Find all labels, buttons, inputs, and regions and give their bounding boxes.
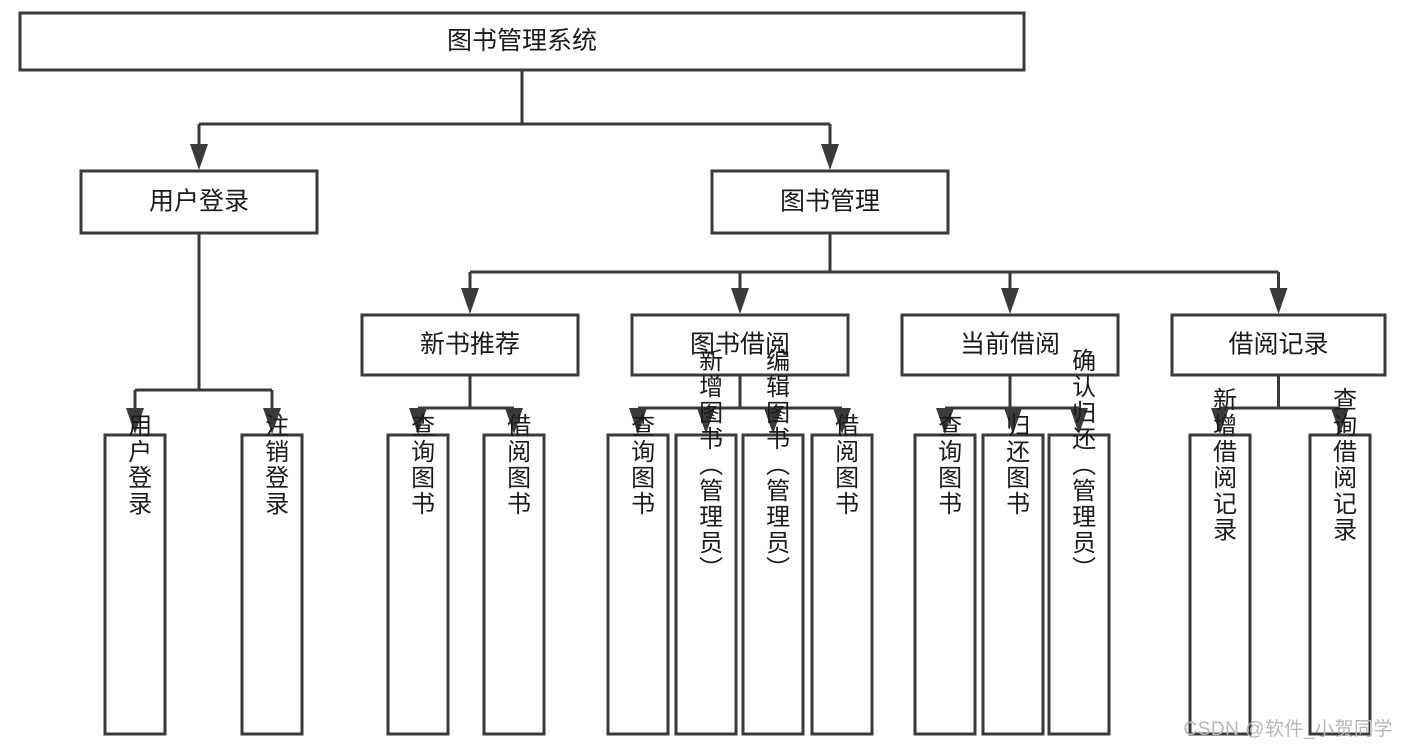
- flow-node-level2-2[interactable]: 当前借阅: [900, 313, 1120, 377]
- arrow-head-icon: [1211, 408, 1229, 434]
- node-box[interactable]: [606, 433, 670, 736]
- arrow-head-icon: [190, 144, 208, 170]
- flow-node-leaf-3[interactable]: 借阅图书: [482, 413, 546, 736]
- node-label: 确认归还（管理员）: [1068, 348, 1096, 582]
- node-label: 新增借阅记录: [1209, 387, 1237, 543]
- node-box[interactable]: [900, 313, 1120, 377]
- arrow-head-icon: [731, 288, 749, 314]
- node-label: 图书管理系统: [447, 27, 597, 55]
- node-box[interactable]: [18, 11, 1026, 72]
- flow-node-level1-0[interactable]: 用户登录: [79, 169, 319, 235]
- node-label: 查询图书: [407, 413, 435, 517]
- node-box[interactable]: [1188, 433, 1252, 736]
- flow-node-leaf-2[interactable]: 查询图书: [386, 413, 450, 736]
- arrow-head-icon: [409, 408, 427, 434]
- flow-node-leaf-5[interactable]: 新增图书（管理员）: [674, 348, 738, 736]
- node-label: 查询借阅记录: [1329, 387, 1357, 543]
- flow-node-level2-1[interactable]: 图书借阅: [630, 313, 850, 377]
- node-box[interactable]: [482, 433, 546, 736]
- arrow-head-icon: [1269, 288, 1288, 314]
- flow-node-leaf-6[interactable]: 编辑图书（管理员）: [741, 348, 805, 736]
- node-box[interactable]: [1047, 433, 1111, 736]
- flow-node-leaf-10[interactable]: 确认归还（管理员）: [1047, 348, 1111, 736]
- node-label: 图书管理: [780, 188, 880, 216]
- node-box[interactable]: [386, 433, 450, 736]
- node-layer: 图书管理系统用户登录图书管理新书推荐图书借阅当前借阅借阅记录用户登录注销登录查询…: [18, 11, 1387, 736]
- node-box[interactable]: [741, 433, 805, 736]
- arrow-head-icon: [1004, 408, 1022, 434]
- node-label: 当前借阅: [960, 331, 1060, 359]
- node-box[interactable]: [103, 433, 167, 736]
- flow-node-leaf-11[interactable]: 新增借阅记录: [1188, 387, 1252, 736]
- node-box[interactable]: [674, 433, 738, 736]
- node-label: 借阅图书: [831, 413, 859, 517]
- node-box[interactable]: [1170, 313, 1387, 377]
- arrow-head-icon: [505, 408, 523, 434]
- flow-node-leaf-12[interactable]: 查询借阅记录: [1308, 387, 1372, 736]
- node-box[interactable]: [810, 433, 874, 736]
- flow-node-level2-0[interactable]: 新书推荐: [360, 313, 580, 377]
- node-label: 注销登录: [261, 413, 289, 517]
- node-label: 用户登录: [124, 413, 152, 517]
- connector-layer: [126, 70, 1349, 434]
- arrow-head-icon: [833, 408, 851, 434]
- node-label: 编辑图书（管理员）: [762, 348, 790, 582]
- flow-node-leaf-4[interactable]: 查询图书: [606, 413, 670, 736]
- flow-node-root-0[interactable]: 图书管理系统: [18, 11, 1026, 72]
- node-box[interactable]: [630, 313, 850, 377]
- arrow-head-icon: [263, 408, 281, 434]
- arrow-head-icon: [1070, 408, 1088, 434]
- arrow-head-icon: [126, 408, 144, 434]
- node-label: 用户登录: [149, 188, 249, 216]
- node-box[interactable]: [710, 169, 950, 235]
- node-label: 新增图书（管理员）: [695, 348, 723, 582]
- arrow-head-icon: [821, 144, 839, 170]
- node-box[interactable]: [240, 433, 304, 736]
- arrow-head-icon: [936, 408, 954, 434]
- flow-node-level1-1[interactable]: 图书管理: [710, 169, 950, 235]
- node-label: 新书推荐: [420, 331, 520, 359]
- node-label: 借阅图书: [503, 413, 531, 517]
- node-label: 查询图书: [627, 413, 655, 517]
- flow-node-level2-3[interactable]: 借阅记录: [1170, 313, 1387, 377]
- flow-node-leaf-9[interactable]: 归还图书: [981, 413, 1045, 736]
- node-label: 查询图书: [934, 413, 962, 517]
- node-box[interactable]: [913, 433, 977, 736]
- flow-node-leaf-0[interactable]: 用户登录: [103, 413, 167, 736]
- node-box[interactable]: [981, 433, 1045, 736]
- node-label: 归还图书: [1002, 413, 1030, 517]
- node-box[interactable]: [360, 313, 580, 377]
- node-box[interactable]: [79, 169, 319, 235]
- node-label: 借阅记录: [1228, 331, 1328, 359]
- node-box[interactable]: [1308, 433, 1372, 736]
- arrow-head-icon: [1001, 288, 1019, 314]
- csdn-watermark: CSDN @软件_小贺同学: [1183, 719, 1393, 740]
- arrow-head-icon: [629, 408, 647, 434]
- arrow-head-icon: [461, 288, 479, 314]
- flow-node-leaf-1[interactable]: 注销登录: [240, 413, 304, 736]
- flow-node-leaf-7[interactable]: 借阅图书: [810, 413, 874, 736]
- flow-node-leaf-8[interactable]: 查询图书: [913, 413, 977, 736]
- node-label: 图书借阅: [690, 331, 790, 359]
- arrow-head-icon: [697, 408, 715, 434]
- arrow-head-icon: [764, 408, 782, 434]
- arrow-head-icon: [1331, 408, 1349, 434]
